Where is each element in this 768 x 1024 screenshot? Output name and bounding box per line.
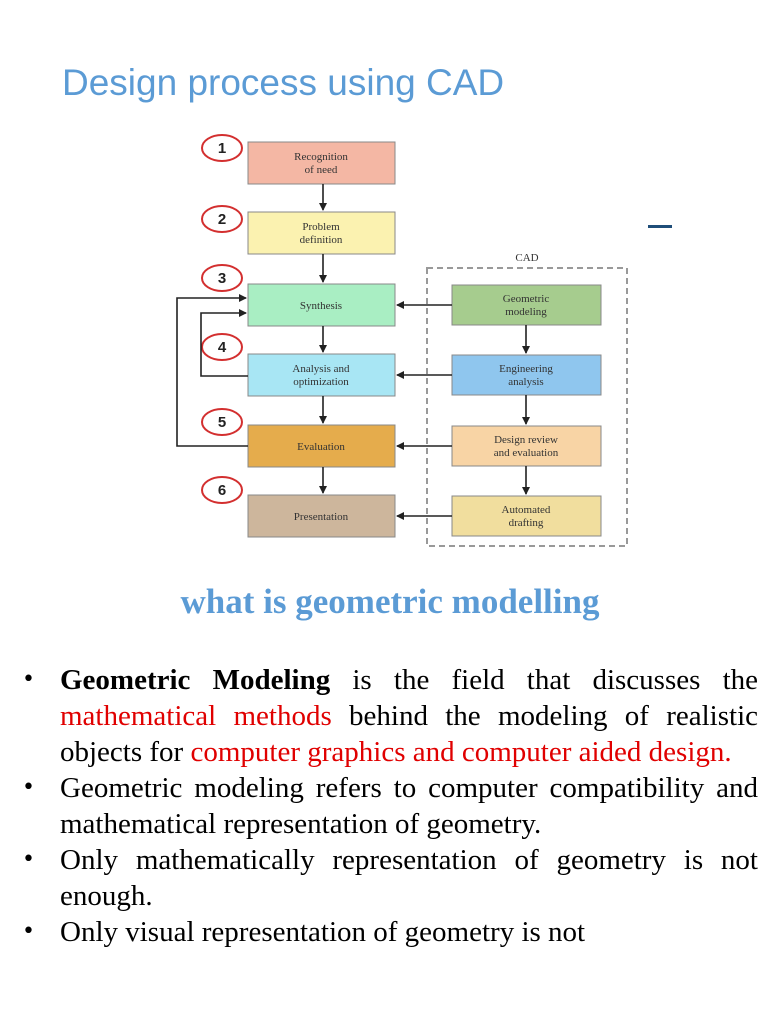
- step-number-circle: [201, 205, 243, 233]
- step-label-line: of need: [305, 164, 338, 176]
- step-number: 4: [218, 339, 227, 356]
- step-number-circle: [201, 333, 243, 361]
- bold-term: Geometric Modeling: [60, 664, 331, 696]
- text-run: behind the modeling of realistic objects…: [60, 700, 759, 768]
- step-number: 6: [218, 482, 226, 499]
- step-number-circle: [201, 476, 243, 504]
- cad-step-label-line: drafting: [509, 517, 544, 529]
- step-number: 3: [218, 270, 226, 287]
- step-5: 5 Evaluation: [201, 408, 396, 468]
- step-box: [247, 283, 396, 327]
- step-label-line: definition: [300, 234, 343, 246]
- slide-title: Design process using CAD: [62, 62, 505, 103]
- list-item: Geometric modeling refers to computer co…: [20, 770, 758, 842]
- bullet-list: Geometric Modeling is the field that dis…: [20, 662, 758, 950]
- highlighted-text: computer graphics and computer aided des…: [190, 736, 732, 768]
- cad-step-box: [451, 425, 602, 467]
- step-number: 2: [218, 211, 226, 228]
- step-box: [247, 211, 396, 255]
- step-label-line: Synthesis: [300, 300, 342, 312]
- cad-step-label-line: Design review: [494, 434, 558, 446]
- step-label-line: Problem: [302, 221, 340, 233]
- step-number-circle: [201, 134, 243, 162]
- cad-step-box: [451, 495, 602, 537]
- step-label-line: Recognition: [294, 151, 348, 163]
- cad-step-label-line: Engineering: [499, 363, 553, 375]
- highlighted-text: mathematical methods: [60, 700, 332, 732]
- step-box: [247, 141, 396, 185]
- step-label-line: Presentation: [294, 511, 349, 523]
- svg-text:Evaluation: Evaluation: [297, 441, 345, 453]
- svg-text:Synthesis: Synthesis: [300, 300, 342, 312]
- list-item: Only visual representation of geometry i…: [20, 914, 758, 950]
- step-box: [247, 494, 396, 538]
- step-label-line: Evaluation: [297, 441, 345, 453]
- svg-text:Presentation: Presentation: [294, 511, 349, 523]
- cad-step-box: [451, 354, 602, 396]
- step-3: 3 Synthesis: [201, 264, 396, 327]
- section-heading: what is geometric modelling: [180, 582, 600, 621]
- step-label-line: optimization: [293, 376, 349, 388]
- cad-step-label-line: analysis: [508, 376, 543, 388]
- text-run: is the field that discusses the: [330, 664, 758, 696]
- step-number-circle: [201, 264, 243, 292]
- step-number-circle: [201, 408, 243, 436]
- cad-step-label-line: and evaluation: [494, 447, 559, 459]
- cad-group-label: CAD: [515, 252, 538, 264]
- cad-step-label-line: Geometric: [503, 293, 550, 305]
- step-number: 5: [218, 414, 226, 431]
- list-item: Only mathematically representation of ge…: [20, 842, 758, 914]
- cad-group-frame: [426, 267, 628, 547]
- cad-step-label-line: modeling: [505, 306, 547, 318]
- cad-step-box: [451, 284, 602, 326]
- list-item: Geometric Modeling is the field that dis…: [20, 662, 758, 770]
- flow-arrows: [176, 184, 530, 520]
- decorative-dash: [648, 225, 672, 228]
- step-label-line: Analysis and: [292, 363, 350, 375]
- step-number: 1: [218, 140, 226, 157]
- cad-step-label-line: Automated: [502, 504, 551, 516]
- step-6: 6 Presentation: [201, 476, 396, 538]
- step-box: [247, 353, 396, 397]
